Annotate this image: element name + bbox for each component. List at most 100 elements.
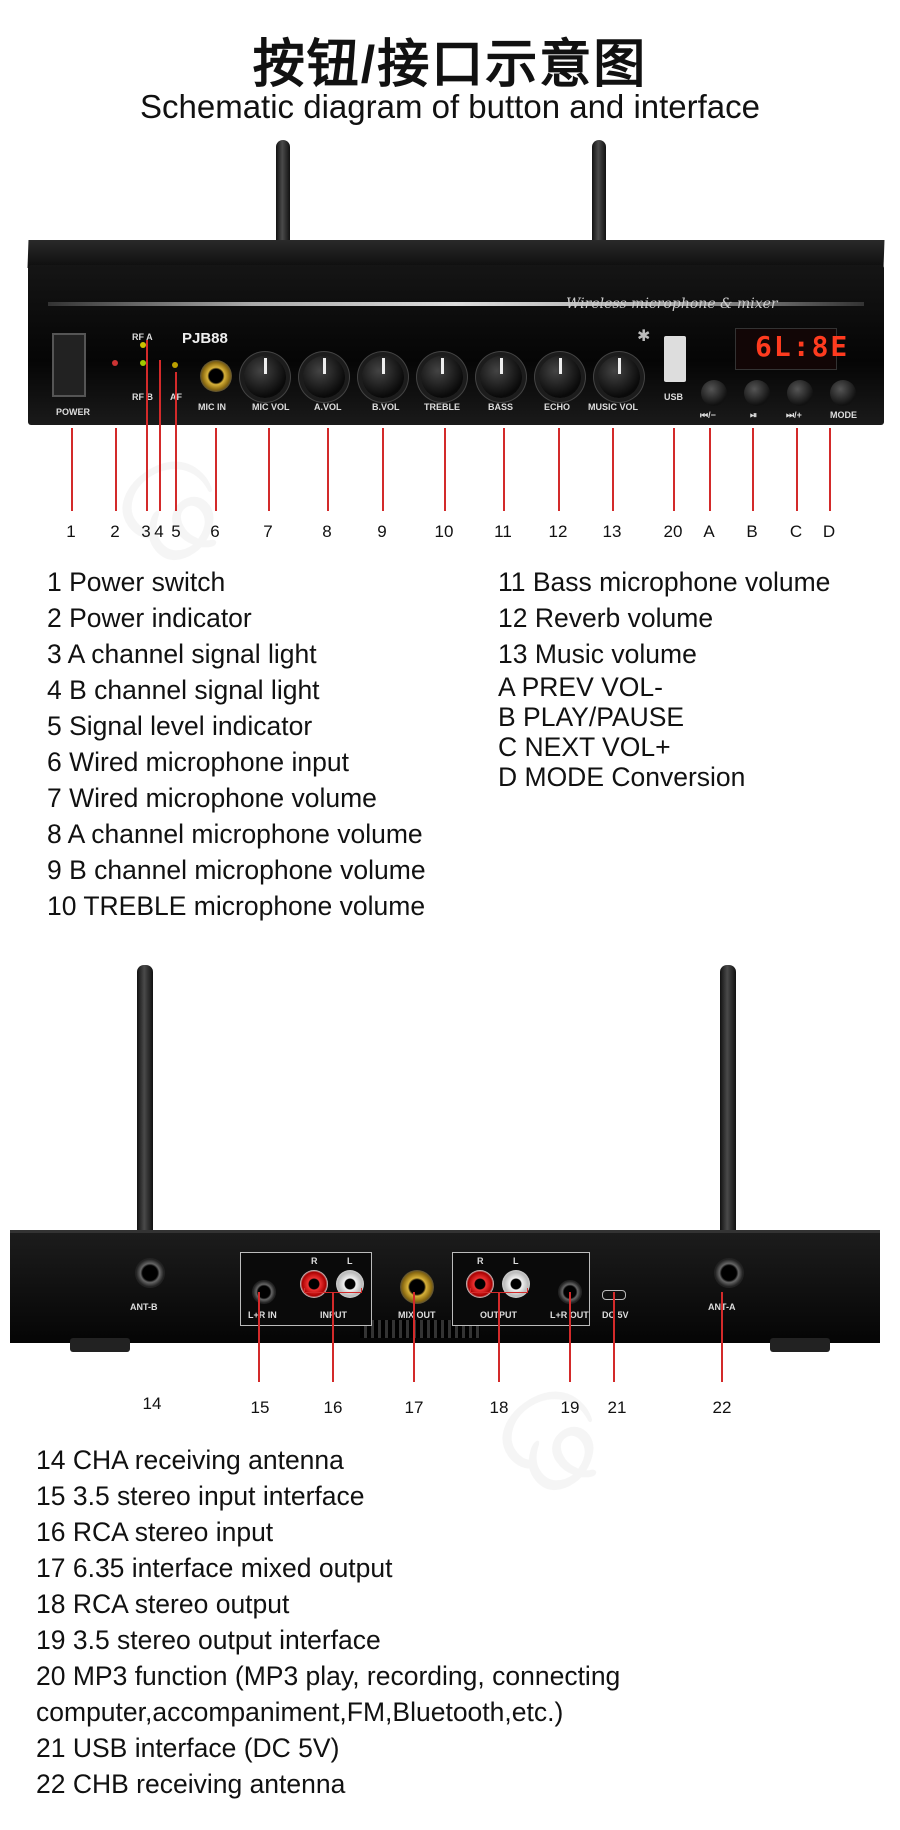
legend-item: 11 Bass microphone volume: [498, 567, 831, 597]
callout-number: 12: [548, 522, 568, 541]
back-legend: 14 CHA receiving antenna 15 3.5 stereo i…: [36, 1442, 620, 1802]
legend-item: 17 6.35 interface mixed output: [36, 1553, 393, 1583]
knob-label-mic-in: MIC IN: [198, 402, 226, 412]
legend-item: 6 Wired microphone input: [47, 747, 349, 777]
usb-label: USB: [664, 392, 684, 402]
callout-number: 16: [323, 1398, 343, 1417]
input-rca-white[interactable]: [336, 1270, 364, 1298]
button-label-mode: MODE: [830, 410, 857, 420]
page-title-english: Schematic diagram of button and interfac…: [139, 88, 761, 125]
callout-line-17: [413, 1292, 415, 1382]
knob-label-mic-vol: MIC VOL: [252, 402, 290, 412]
model-label: PJB88: [182, 330, 228, 347]
treble-knob[interactable]: [421, 356, 463, 398]
rf-a-led: [140, 342, 146, 348]
device-foot: [770, 1338, 830, 1352]
callout-line-5: [175, 372, 177, 511]
input-label: INPUT: [320, 1310, 347, 1320]
output-rca-red[interactable]: [466, 1270, 494, 1298]
mix-out-label: MIX OUT: [398, 1310, 436, 1320]
callout-number: D: [822, 522, 836, 541]
legend-item: 3 A channel signal light: [47, 639, 317, 669]
callout-line-9: [382, 428, 384, 511]
callout-line-22: [721, 1292, 723, 1382]
legend-item: A PREV VOL-: [498, 672, 663, 702]
legend-item: 21 USB interface (DC 5V): [36, 1733, 340, 1763]
rf-b-led: [140, 360, 146, 366]
legend-item: 10 TREBLE microphone volume: [47, 891, 426, 921]
callout-number: 18: [489, 1398, 509, 1417]
mic-in-jack[interactable]: [200, 360, 232, 392]
a-vol-knob[interactable]: [303, 356, 345, 398]
callout-line-11: [503, 428, 505, 511]
mix-out-jack[interactable]: [400, 1270, 434, 1304]
front-antenna-right: [592, 140, 606, 252]
back-antenna-left: [137, 965, 153, 1275]
button-label-next: ⏭/+: [786, 410, 802, 420]
callout-number: 13: [602, 522, 622, 541]
usb-port[interactable]: [664, 336, 686, 382]
output-rca-white[interactable]: [502, 1270, 530, 1298]
callout-bracket-16: [304, 1288, 362, 1293]
echo-knob[interactable]: [539, 356, 581, 398]
legend-item: 22 CHB receiving antenna: [36, 1769, 346, 1799]
callout-line-a: [709, 428, 711, 511]
callout-line-d: [829, 428, 831, 511]
lr-in-jack[interactable]: [252, 1280, 276, 1304]
callout-line-12: [558, 428, 560, 511]
b-vol-knob[interactable]: [362, 356, 404, 398]
callout-number: 3: [141, 522, 151, 541]
callout-number: 21: [607, 1398, 627, 1417]
vent-grille: [360, 1320, 480, 1338]
legend-item: 9 B channel microphone volume: [47, 855, 426, 885]
callout-number: 7: [263, 522, 273, 541]
callout-line-b: [752, 428, 754, 511]
ant-b-connector[interactable]: [135, 1258, 165, 1288]
ant-a-connector[interactable]: [714, 1258, 744, 1288]
callout-line-21: [613, 1292, 615, 1382]
output-l-label: L: [513, 1256, 519, 1266]
power-switch[interactable]: [52, 333, 86, 397]
knob-label-bass: BASS: [488, 402, 514, 412]
next-vol-up-button[interactable]: [787, 380, 813, 406]
legend-item: B PLAY/PAUSE: [498, 702, 685, 732]
mode-button[interactable]: [830, 380, 856, 406]
callout-line-8: [327, 428, 329, 511]
callout-line-c: [796, 428, 798, 511]
legend-item: computer,accompaniment,FM,Bluetooth,etc.…: [36, 1697, 564, 1727]
front-legend-left: 1 Power switch 2 Power indicator 3 A cha…: [47, 564, 426, 924]
callout-number: 19: [560, 1398, 580, 1417]
legend-item: 4 B channel signal light: [47, 675, 320, 705]
legend-item: 16 RCA stereo input: [36, 1517, 274, 1547]
callout-line-1: [71, 428, 73, 511]
output-r-label: R: [477, 1256, 484, 1266]
legend-item: 13 Music volume: [498, 639, 697, 669]
prev-vol-down-button[interactable]: [701, 380, 727, 406]
legend-item: 19 3.5 stereo output interface: [36, 1625, 381, 1655]
play-pause-button[interactable]: [744, 380, 770, 406]
callout-number: 6: [210, 522, 220, 541]
front-legend-right: 11 Bass microphone volume 12 Reverb volu…: [498, 564, 830, 792]
knob-label-echo: ECHO: [544, 402, 571, 412]
callout-number: 22: [712, 1398, 732, 1417]
bass-knob[interactable]: [480, 356, 522, 398]
callout-number: B: [746, 522, 758, 541]
callout-line-10: [444, 428, 446, 511]
legend-item: 15 3.5 stereo input interface: [36, 1481, 365, 1511]
input-rca-red[interactable]: [300, 1270, 328, 1298]
bluetooth-icon: ✱: [637, 328, 651, 345]
callout-number: 17: [404, 1398, 424, 1417]
button-label-play: ⏯: [750, 410, 758, 420]
legend-item: 2 Power indicator: [47, 603, 252, 633]
callout-line-2: [115, 428, 117, 511]
power-indicator-led: [112, 360, 118, 366]
callout-number: 8: [322, 522, 332, 541]
music-vol-knob[interactable]: [598, 356, 640, 398]
callout-line-13: [612, 428, 614, 511]
front-device-top: [27, 240, 885, 268]
legend-item: 8 A channel microphone volume: [47, 819, 423, 849]
callout-line-4: [159, 360, 161, 511]
dc-5v-label: DC 5V: [602, 1310, 629, 1320]
mic-vol-knob[interactable]: [244, 356, 286, 398]
callout-bracket-18: [470, 1288, 528, 1293]
